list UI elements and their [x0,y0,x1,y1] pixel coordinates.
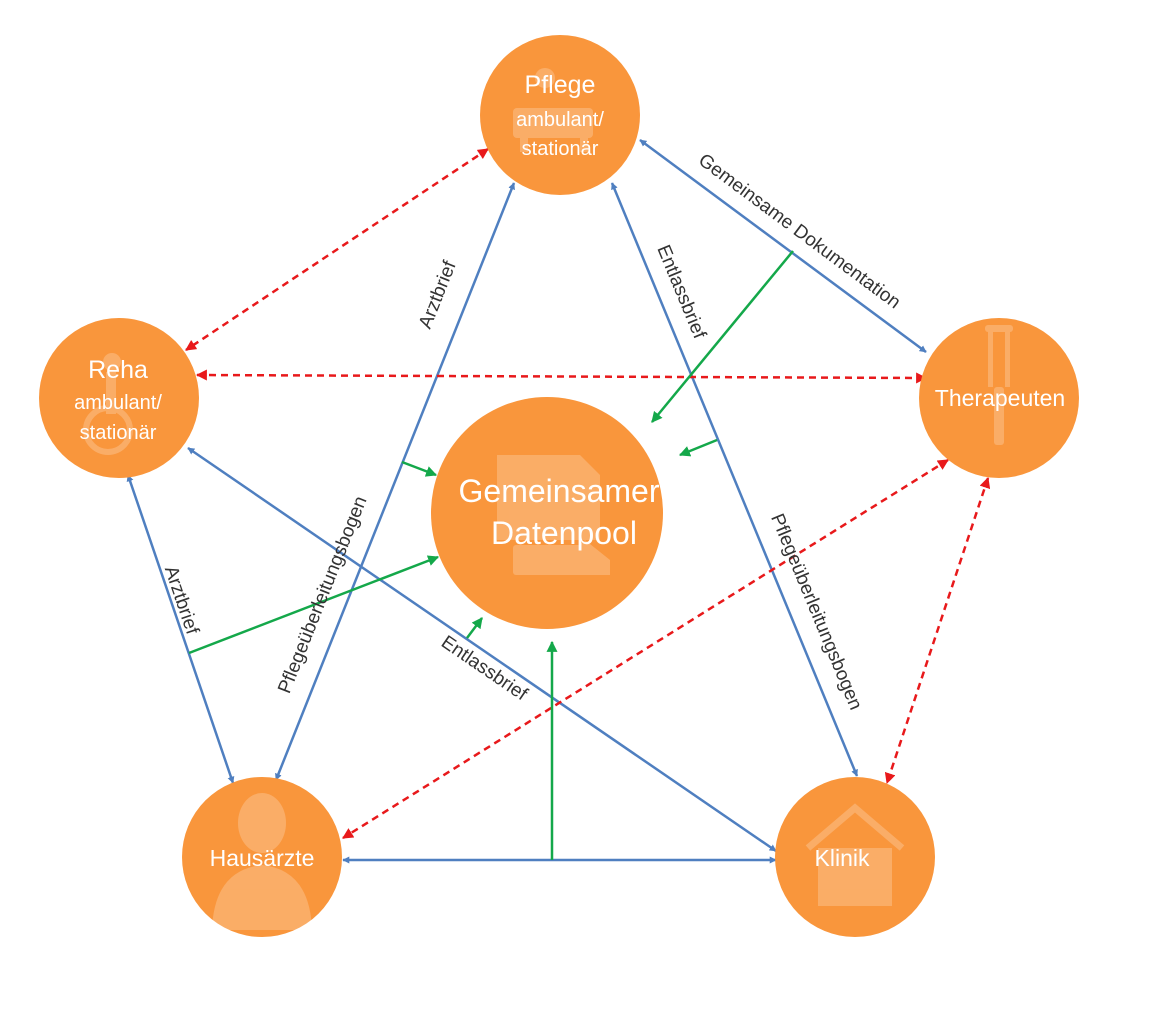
green-feed-reha-hausaerzte [188,555,440,655]
datenpool-line1: Gemeinsamer [459,473,660,509]
label-gemeinsame-dokumentation: Gemeinsame Dokumentation [694,150,904,314]
node-therapeuten[interactable]: Therapeuten [919,318,1079,478]
reha-line2: ambulant/ [74,392,162,414]
database-icon [497,455,610,575]
edge-reha-therapeuten [195,369,928,384]
pflege-line3: stationär [522,138,599,160]
hausaerzte-line1: Hausärzte [210,845,315,871]
green-feed-pflege-therapeuten [651,250,794,423]
edge-therapeuten-klinik [884,476,991,785]
pflege-line1: Pflege [525,71,596,99]
node-pflege[interactable]: Pflege ambulant/ stationär [480,35,640,195]
reha-line1: Reha [88,356,148,384]
label-pflegeueberleitung-haus: Pflegeüberleitungsbogen [274,493,371,696]
green-edges [188,250,794,860]
reha-line3: stationär [80,422,157,444]
edge-pflege-reha [185,147,489,352]
label-entlassbrief-reha-klinik: Entlassbrief [437,632,531,706]
green-feed-pflege-klinik [678,438,718,457]
edge-therapeuten-hausaerzte [342,458,949,840]
label-arztbrief-reha-haus: Arztbrief [160,563,203,637]
node-reha[interactable]: Reha ambulant/ stationär [39,318,199,478]
pflege-line2: ambulant/ [516,109,604,131]
doctor-icon [212,793,312,930]
therapeuten-line1: Therapeuten [935,385,1065,411]
label-arztbrief-pflege-haus: Arztbrief [415,258,461,332]
node-datenpool[interactable]: Gemeinsamer Datenpool [431,397,663,629]
green-feed-reha-klinik [466,617,483,639]
label-entlassbrief-pflege-klinik: Entlassbrief [652,242,710,342]
label-pflegeueberleitung-klinik: Pflegeüberleitungsbogen [766,511,866,713]
klinik-line1: Klinik [815,845,870,871]
node-hausaerzte[interactable]: Hausärzte [182,777,342,937]
node-klinik[interactable]: Klinik [775,777,935,937]
crutch-icon [985,325,1013,445]
red-dashed-edges [185,147,991,840]
green-feed-pflege-hausaerzte [401,460,438,477]
wheelchair-icon [83,353,133,455]
hospital-icon [805,803,905,906]
bed-icon [513,68,593,152]
datenpool-line2: Datenpool [491,515,637,551]
